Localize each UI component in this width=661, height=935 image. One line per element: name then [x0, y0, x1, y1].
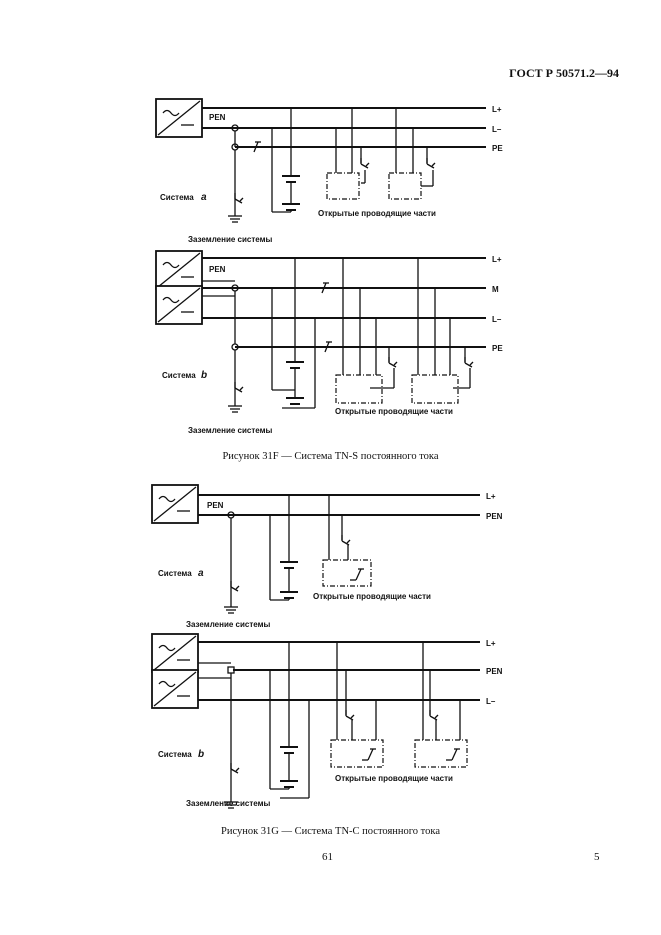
system-earthing-label: Заземление системы: [188, 235, 273, 244]
l-plus-label: L+: [486, 492, 496, 501]
pen-bus-label: PEN: [486, 667, 503, 676]
dc-source-icon: [151, 484, 199, 524]
system-earthing-label: Заземление системы: [186, 620, 271, 629]
exposed-part-box: [330, 739, 384, 768]
exposed-parts-label: Открытые проводящие части: [335, 407, 453, 416]
dc-source-icon: [151, 633, 199, 673]
l-plus-label: L+: [492, 105, 502, 114]
exposed-parts-label: Открытые проводящие части: [335, 774, 453, 783]
ground-icon: [223, 606, 239, 614]
pe-label: PE: [492, 144, 503, 153]
l-plus-label: L+: [486, 639, 496, 648]
system-label: Система: [162, 371, 196, 380]
pen-label: PEN: [209, 265, 226, 274]
exposed-part-box: [388, 172, 422, 200]
dc-source-icon: [155, 250, 203, 290]
fig31f-system-b: PEN L+ M L– PE Система b Открытые провод…: [155, 250, 503, 435]
fig31g-system-b: L+ PEN L– Система b Открытые проводящие …: [151, 633, 503, 809]
system-label: Система: [160, 193, 194, 202]
pen-bus-label: PEN: [486, 512, 503, 521]
system-letter: a: [201, 192, 207, 203]
system-letter: b: [198, 749, 204, 760]
exposed-part-box: [322, 559, 372, 587]
ground-icon: [227, 215, 243, 223]
ground-icon: [227, 405, 243, 413]
fig31g-system-a: PEN L+ PEN Система a Открытые проводящие…: [151, 484, 503, 629]
pen-label: PEN: [209, 113, 226, 122]
l-minus-label: L–: [486, 697, 496, 706]
page-number: 61: [322, 851, 333, 863]
l-minus-label: L–: [492, 125, 502, 134]
m-label: M: [492, 285, 499, 294]
system-letter: a: [198, 568, 204, 579]
dc-source-icon: [155, 285, 203, 325]
system-label: Система: [158, 569, 192, 578]
dc-source-icon: [155, 98, 203, 138]
figure-31g-caption: Рисунок 31G — Система TN-C постоянного т…: [220, 826, 440, 837]
system-letter: b: [201, 370, 207, 381]
pe-label: PE: [492, 344, 503, 353]
exposed-part-box: [411, 374, 459, 404]
exposed-part-box: [414, 739, 468, 768]
l-plus-label: L+: [492, 255, 502, 264]
exposed-parts-label: Открытые проводящие части: [313, 592, 431, 601]
figure-31f-caption: Рисунок 31F — Система TN-S постоянного т…: [222, 451, 439, 462]
fig31f-system-a: PEN L+ L– PE Система a Открытые проводящ…: [155, 98, 503, 244]
sheet-number: 5: [594, 851, 600, 863]
document-code: ГОСТ Р 50571.2—94: [509, 66, 619, 80]
system-label: Система: [158, 750, 192, 759]
l-minus-label: L–: [492, 315, 502, 324]
system-earthing-label: Заземление системы: [188, 426, 273, 435]
dc-source-icon: [151, 669, 199, 709]
exposed-part-box: [326, 172, 360, 200]
exposed-part-box: [335, 374, 383, 404]
system-earthing-label: Заземление системы: [186, 799, 271, 808]
pen-label: PEN: [207, 501, 224, 510]
exposed-parts-label: Открытые проводящие части: [318, 209, 436, 218]
